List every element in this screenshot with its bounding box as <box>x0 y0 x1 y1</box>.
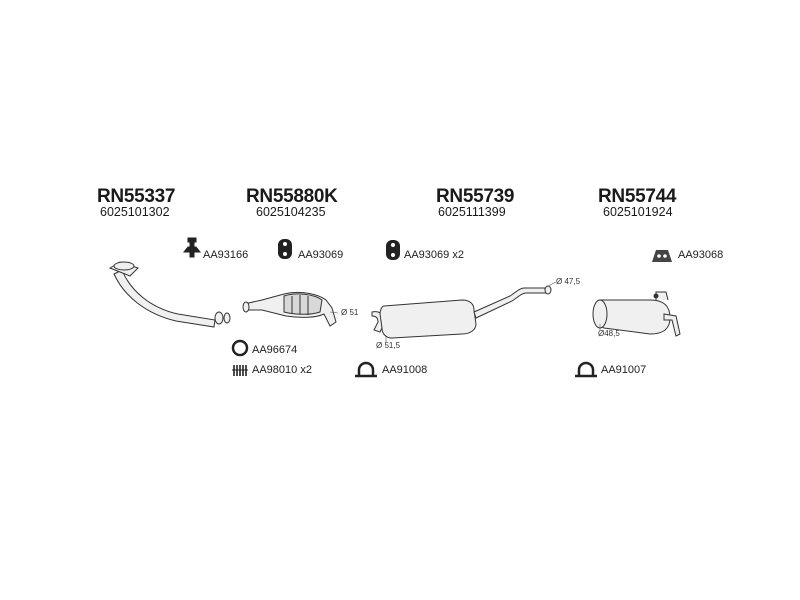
part-label-aa93069-x2: AA93069 x2 <box>404 249 464 261</box>
gasket-ring-icon <box>231 339 249 357</box>
group-1-code: RN55337 <box>97 186 176 207</box>
rubber-mount-icon <box>386 240 400 260</box>
rubber-mount-icon <box>278 239 292 259</box>
part-label-aa91008: AA91008 <box>382 364 428 376</box>
front-pipe <box>108 261 231 328</box>
catalytic-converter <box>242 291 337 327</box>
group-2-number: 6025104235 <box>256 205 326 219</box>
dimension-label-48-5: Ø48,5 <box>598 329 620 338</box>
part-label-aa93068: AA93068 <box>678 249 724 261</box>
dimension-label-51: Ø 51 <box>341 308 359 317</box>
group-3-number: 6025111399 <box>438 205 506 219</box>
clamp-icon <box>575 361 597 378</box>
rubber-strip-icon <box>652 250 672 262</box>
part-label-aa98010-x2: AA98010 x2 <box>252 364 312 376</box>
part-label-aa91007: AA91007 <box>601 364 647 376</box>
part-label-aa93069: AA93069 <box>298 249 344 261</box>
clamp-icon <box>355 361 377 378</box>
part-label-aa93166: AA93166 <box>203 249 249 261</box>
rear-silencer <box>592 291 681 337</box>
group-2-code: RN55880K <box>246 186 338 207</box>
dimension-label-47-5: Ø 47,5 <box>556 277 581 286</box>
hanger-bracket-icon <box>182 237 202 258</box>
spring-icon <box>232 365 248 376</box>
dimension-label-51-5: Ø 51,5 <box>376 341 401 350</box>
group-4-code: RN55744 <box>598 186 677 207</box>
part-label-aa96674: AA96674 <box>252 344 298 356</box>
group-4-number: 6025101924 <box>603 205 673 219</box>
middle-silencer <box>371 285 552 339</box>
group-3-code: RN55739 <box>436 186 515 207</box>
group-1-number: 6025101302 <box>100 205 170 219</box>
